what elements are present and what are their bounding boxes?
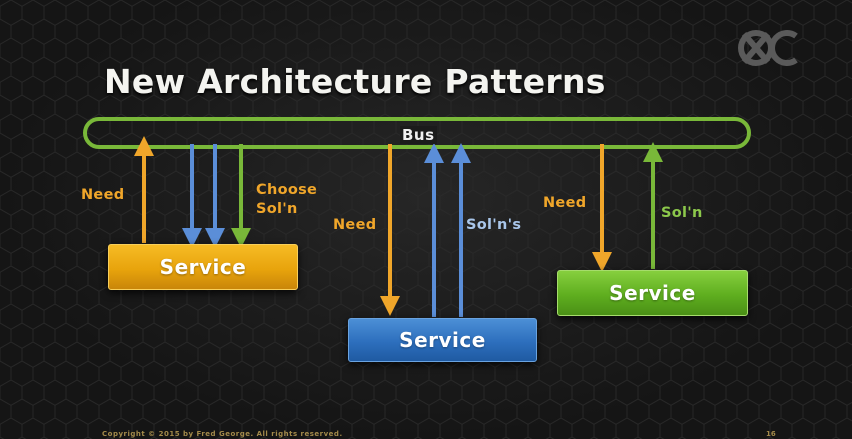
- service-box-blue: Service: [348, 318, 537, 362]
- service-box-green: Service: [557, 270, 748, 316]
- solutions-label-center: Sol'n's: [466, 217, 522, 233]
- slide-title: New Architecture Patterns: [104, 62, 606, 101]
- need-label-left: Need: [81, 187, 125, 203]
- choose-label-line1: Choose: [256, 182, 318, 198]
- choose-label-line2: Sol'n: [256, 201, 298, 217]
- page-number: 16: [766, 430, 776, 438]
- bus-label: Bus: [400, 126, 437, 144]
- solution-label-right: Sol'n: [661, 205, 703, 221]
- conference-logo-icon: [738, 30, 798, 66]
- service-box-orange: Service: [108, 244, 298, 290]
- message-bus: [83, 117, 751, 149]
- need-label-right: Need: [543, 195, 587, 211]
- need-label-center: Need: [333, 217, 377, 233]
- copyright-footer: Copyright © 2015 by Fred George. All rig…: [102, 430, 343, 438]
